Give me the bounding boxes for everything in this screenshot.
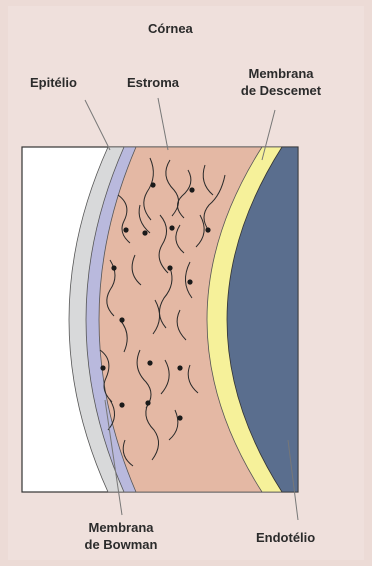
epithelium-label: Epitélio (30, 74, 77, 91)
descemet-label: Membrana de Descemet (226, 65, 336, 99)
epithelium-leader (85, 100, 110, 150)
stroma-label: Estroma (127, 74, 179, 91)
descemet-label-line1: Membrana (226, 65, 336, 82)
bowman-label-line2: de Bowman (66, 536, 176, 553)
bowman-label: Membrana de Bowman (66, 519, 176, 553)
descemet-label-line2: de Descemet (226, 82, 336, 99)
endothelium-label: Endotélio (256, 529, 315, 546)
diagram-title: Córnea (148, 20, 193, 37)
bowman-label-line1: Membrana (66, 519, 176, 536)
stroma-leader (158, 98, 168, 150)
